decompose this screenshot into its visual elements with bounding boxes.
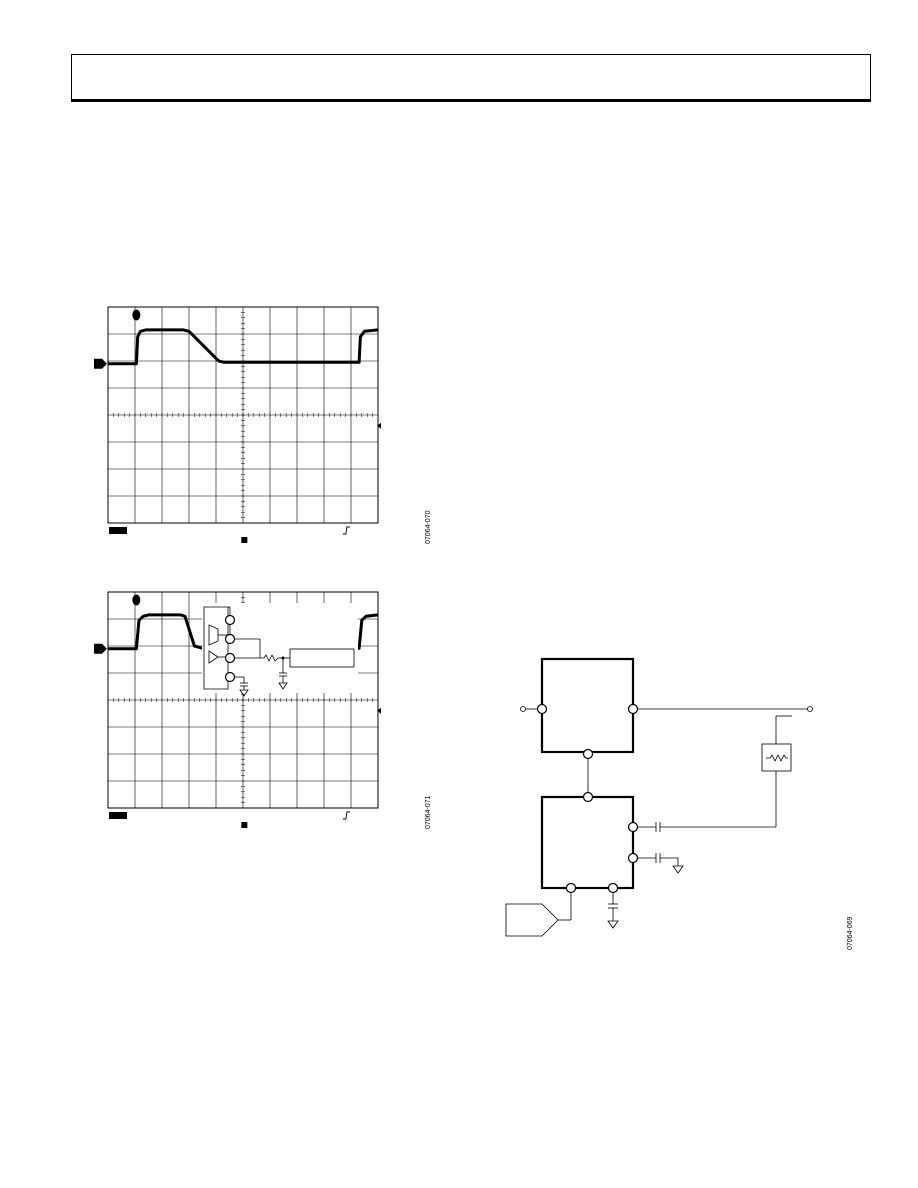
resistor-icon <box>263 654 279 662</box>
upper-right-pin <box>627 703 639 715</box>
inset-schematic <box>202 603 358 697</box>
lower-block <box>540 795 635 890</box>
figure-code-2: 07064-071 <box>425 795 432 829</box>
page-header <box>71 54 871 102</box>
channel-badge <box>109 812 127 819</box>
waveform-trace <box>108 328 379 366</box>
load-box <box>289 648 355 668</box>
math-marker <box>241 537 248 543</box>
edge-trigger-icon <box>342 526 350 535</box>
scope-plot-2 <box>94 591 381 828</box>
input-terminal <box>520 706 526 712</box>
lower-right-pin-2 <box>627 852 639 864</box>
ground-icon <box>607 920 619 929</box>
lower-top-pin <box>582 791 594 803</box>
pin-2 <box>224 633 236 645</box>
pin-4 <box>224 671 236 683</box>
input-connector-tag <box>505 903 559 937</box>
channel-badge <box>109 527 127 534</box>
trigger-position-marker <box>132 309 141 321</box>
lower-right-pin-1 <box>627 821 639 833</box>
output-terminal <box>807 706 813 712</box>
resistor-icon <box>766 754 788 762</box>
scope-figure-2 <box>88 585 388 835</box>
figure-code-1: 07064-070 <box>425 510 432 544</box>
block-diagram <box>500 650 830 945</box>
ground-icon <box>278 682 288 690</box>
figure-code-3: 07064-069 <box>847 916 854 950</box>
upper-left-pin <box>536 703 548 715</box>
trigger-position-marker <box>132 594 141 606</box>
scope-grid <box>107 306 379 524</box>
pin-3 <box>224 652 236 664</box>
math-marker <box>241 822 248 828</box>
upper-block <box>540 657 635 754</box>
edge-trigger-icon <box>342 811 350 820</box>
ground-icon <box>672 865 684 874</box>
trigger-level-marker <box>377 422 381 429</box>
ground-icon <box>239 689 249 697</box>
upper-bottom-pin <box>582 748 594 760</box>
block-diagram-svg <box>505 657 813 937</box>
channel-level-marker <box>94 643 107 654</box>
scope-plot-1 <box>94 306 381 543</box>
scope-figure-1 <box>88 300 388 550</box>
waveform-trace <box>108 613 379 651</box>
lower-bottom-pin-1 <box>565 882 577 894</box>
pin-1 <box>224 614 236 626</box>
lower-bottom-pin-2 <box>607 882 619 894</box>
trigger-level-marker <box>377 707 381 714</box>
channel-level-marker <box>94 358 107 369</box>
